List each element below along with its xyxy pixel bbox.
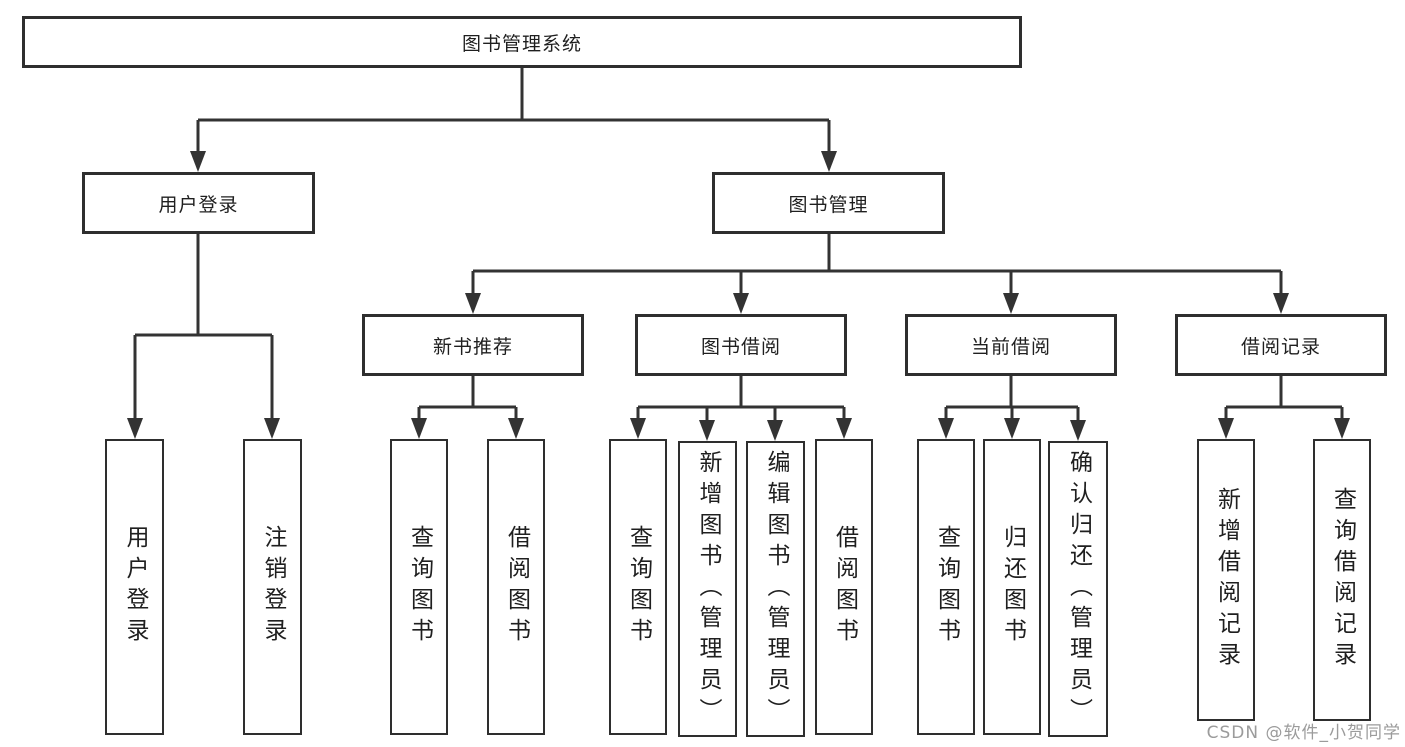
leaf-label: 新增借阅记录	[1213, 487, 1240, 673]
connector-record-children	[1224, 376, 1344, 426]
leaf-label: 注销登录	[260, 525, 286, 649]
node-library-management-system: 图书管理系统	[22, 16, 1022, 68]
connector-borrow-children	[636, 376, 846, 426]
leaf-nb-borrow-book: 借阅图书	[487, 439, 545, 735]
leaf-bb-add-book-admin: 新增图书（管理员）	[678, 441, 737, 737]
leaf-label: 查询图书	[406, 525, 433, 649]
node-label: 图书管理	[788, 193, 869, 216]
connector-book-mgmt-children	[471, 234, 1283, 300]
connector-user-login-children	[133, 234, 274, 424]
node-book-management: 图书管理	[712, 172, 945, 234]
leaf-label: 查询借阅记录	[1329, 487, 1356, 673]
node-label: 当前借阅	[970, 335, 1051, 358]
leaf-cb-return-book: 归还图书	[983, 439, 1041, 735]
node-borrow-record: 借阅记录	[1175, 314, 1387, 376]
node-label: 图书管理系统	[461, 32, 582, 55]
leaf-bb-borrow-book: 借阅图书	[815, 439, 873, 735]
leaf-label: 查询图书	[933, 525, 960, 649]
arrowheads-current-children	[938, 418, 1086, 441]
leaf-label: 编辑图书（管理员）	[763, 449, 789, 729]
leaf-cb-confirm-return-admin: 确认归还（管理员）	[1048, 441, 1108, 737]
leaf-br-query-record: 查询借阅记录	[1313, 439, 1371, 721]
leaf-label: 借阅图书	[503, 525, 530, 649]
arrowheads-new-book-children	[411, 418, 524, 439]
leaf-label: 归还图书	[999, 525, 1026, 649]
csdn-watermark: CSDN @软件_小贺同学	[1206, 723, 1401, 743]
leaf-label: 借阅图书	[831, 525, 858, 649]
leaf-nb-query-book: 查询图书	[390, 439, 448, 735]
arrowheads-level1	[190, 151, 837, 172]
arrowheads-borrow-children	[630, 418, 852, 441]
leaf-bb-query-book: 查询图书	[609, 439, 667, 735]
node-label: 图书借阅	[700, 335, 781, 358]
leaf-label: 查询图书	[625, 525, 652, 649]
node-label: 用户登录	[158, 193, 239, 216]
leaf-label: 用户登录	[122, 525, 148, 649]
node-label: 新书推荐	[432, 335, 513, 358]
leaf-logout: 注销登录	[243, 439, 302, 735]
node-book-borrow: 图书借阅	[635, 314, 847, 376]
arrowheads-book-mgmt-children	[465, 293, 1289, 314]
node-user-login: 用户登录	[82, 172, 315, 234]
node-current-borrow: 当前借阅	[905, 314, 1117, 376]
connector-new-book-children	[417, 376, 518, 426]
node-new-book-recommend: 新书推荐	[362, 314, 584, 376]
connector-level1	[196, 68, 831, 158]
leaf-bb-edit-book-admin: 编辑图书（管理员）	[746, 441, 805, 737]
arrowheads-record-children	[1218, 418, 1350, 439]
leaf-label: 确认归还（管理员）	[1065, 449, 1092, 729]
arrowheads-user-login-children	[127, 418, 280, 439]
leaf-user-login: 用户登录	[105, 439, 164, 735]
leaf-label: 新增图书（管理员）	[695, 449, 721, 729]
leaf-cb-query-book: 查询图书	[917, 439, 975, 735]
node-label: 借阅记录	[1240, 335, 1321, 358]
leaf-br-add-record: 新增借阅记录	[1197, 439, 1255, 721]
